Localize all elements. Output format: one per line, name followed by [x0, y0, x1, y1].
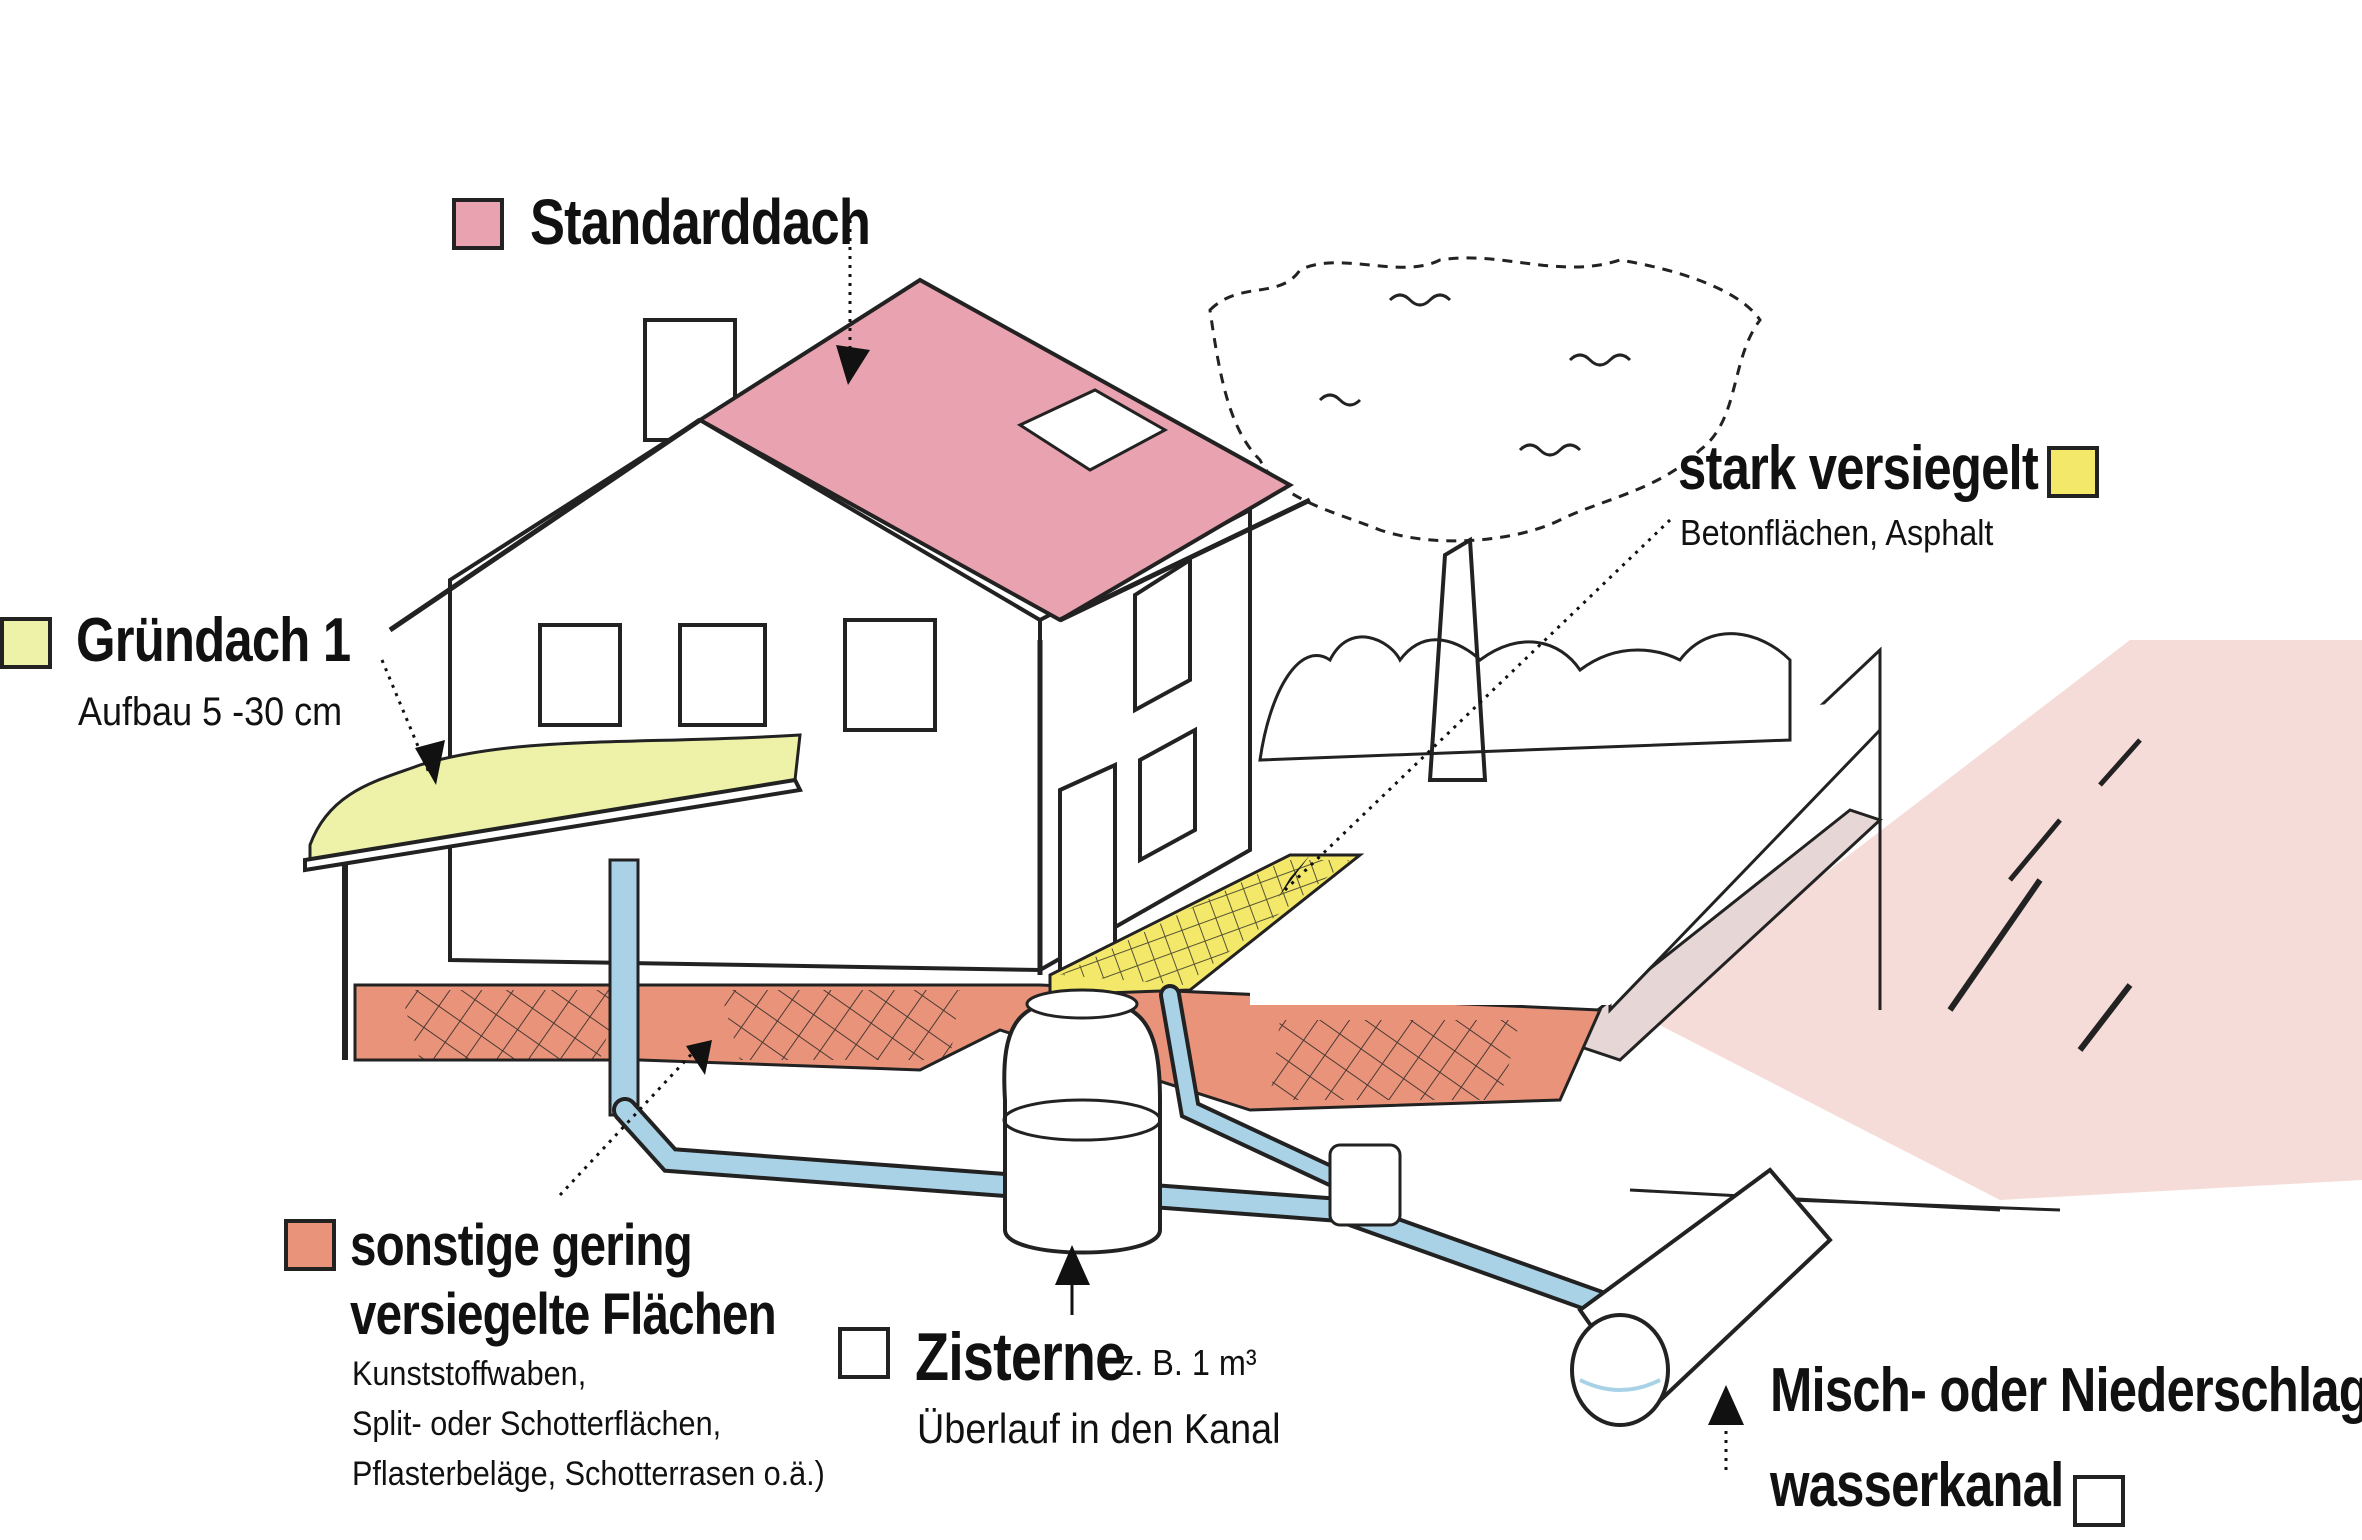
label-sonstige-1: sonstige gering	[350, 1213, 693, 1278]
label-gruendach: Gründach 1	[76, 606, 351, 675]
label-zisterne-sub: Überlauf in den Kanal	[917, 1405, 1281, 1452]
label-standarddach: Standarddach	[530, 186, 871, 258]
sewer-pipe-icon	[1570, 1167, 1833, 1427]
lawn	[1250, 700, 1870, 1005]
tree-icon	[1208, 256, 1762, 782]
label-sonstige-sub-2: Split- oder Schotterflächen,	[352, 1405, 722, 1443]
label-gruendach-sub: Aufbau 5 -30 cm	[78, 690, 343, 734]
road	[1556, 640, 2362, 1212]
label-zisterne: Zisterne	[915, 1319, 1126, 1395]
label-stark-versiegelt: stark versiegelt	[1678, 434, 2039, 503]
swatch-kanal	[2073, 1475, 2125, 1527]
hedge	[1258, 632, 1792, 762]
house-icon	[388, 277, 1312, 978]
label-kanal-1: Misch- oder Niederschlags-	[1770, 1356, 2362, 1425]
label-sonstige-sub-3: Pflasterbeläge, Schotterrasen o.ä.)	[352, 1455, 825, 1493]
arrow-icon	[415, 345, 1744, 1425]
label-stark-versiegelt-sub: Betonflächen, Asphalt	[1680, 512, 1994, 553]
label-zisterne-size: z. B. 1 m³	[1118, 1342, 1257, 1383]
label-sonstige-2: versiegelte Flächen	[350, 1282, 777, 1347]
label-sonstige-sub-1: Kunststoffwaben,	[352, 1355, 587, 1393]
cistern-icon	[1002, 988, 1402, 1255]
swatch-standarddach	[452, 198, 504, 250]
swatch-sonstige	[284, 1219, 336, 1271]
swatch-stark-versiegelt	[2047, 446, 2099, 498]
swatch-gruendach	[0, 617, 52, 669]
label-kanal-2: wasserkanal	[1770, 1451, 2064, 1520]
swatch-zisterne	[838, 1327, 890, 1379]
